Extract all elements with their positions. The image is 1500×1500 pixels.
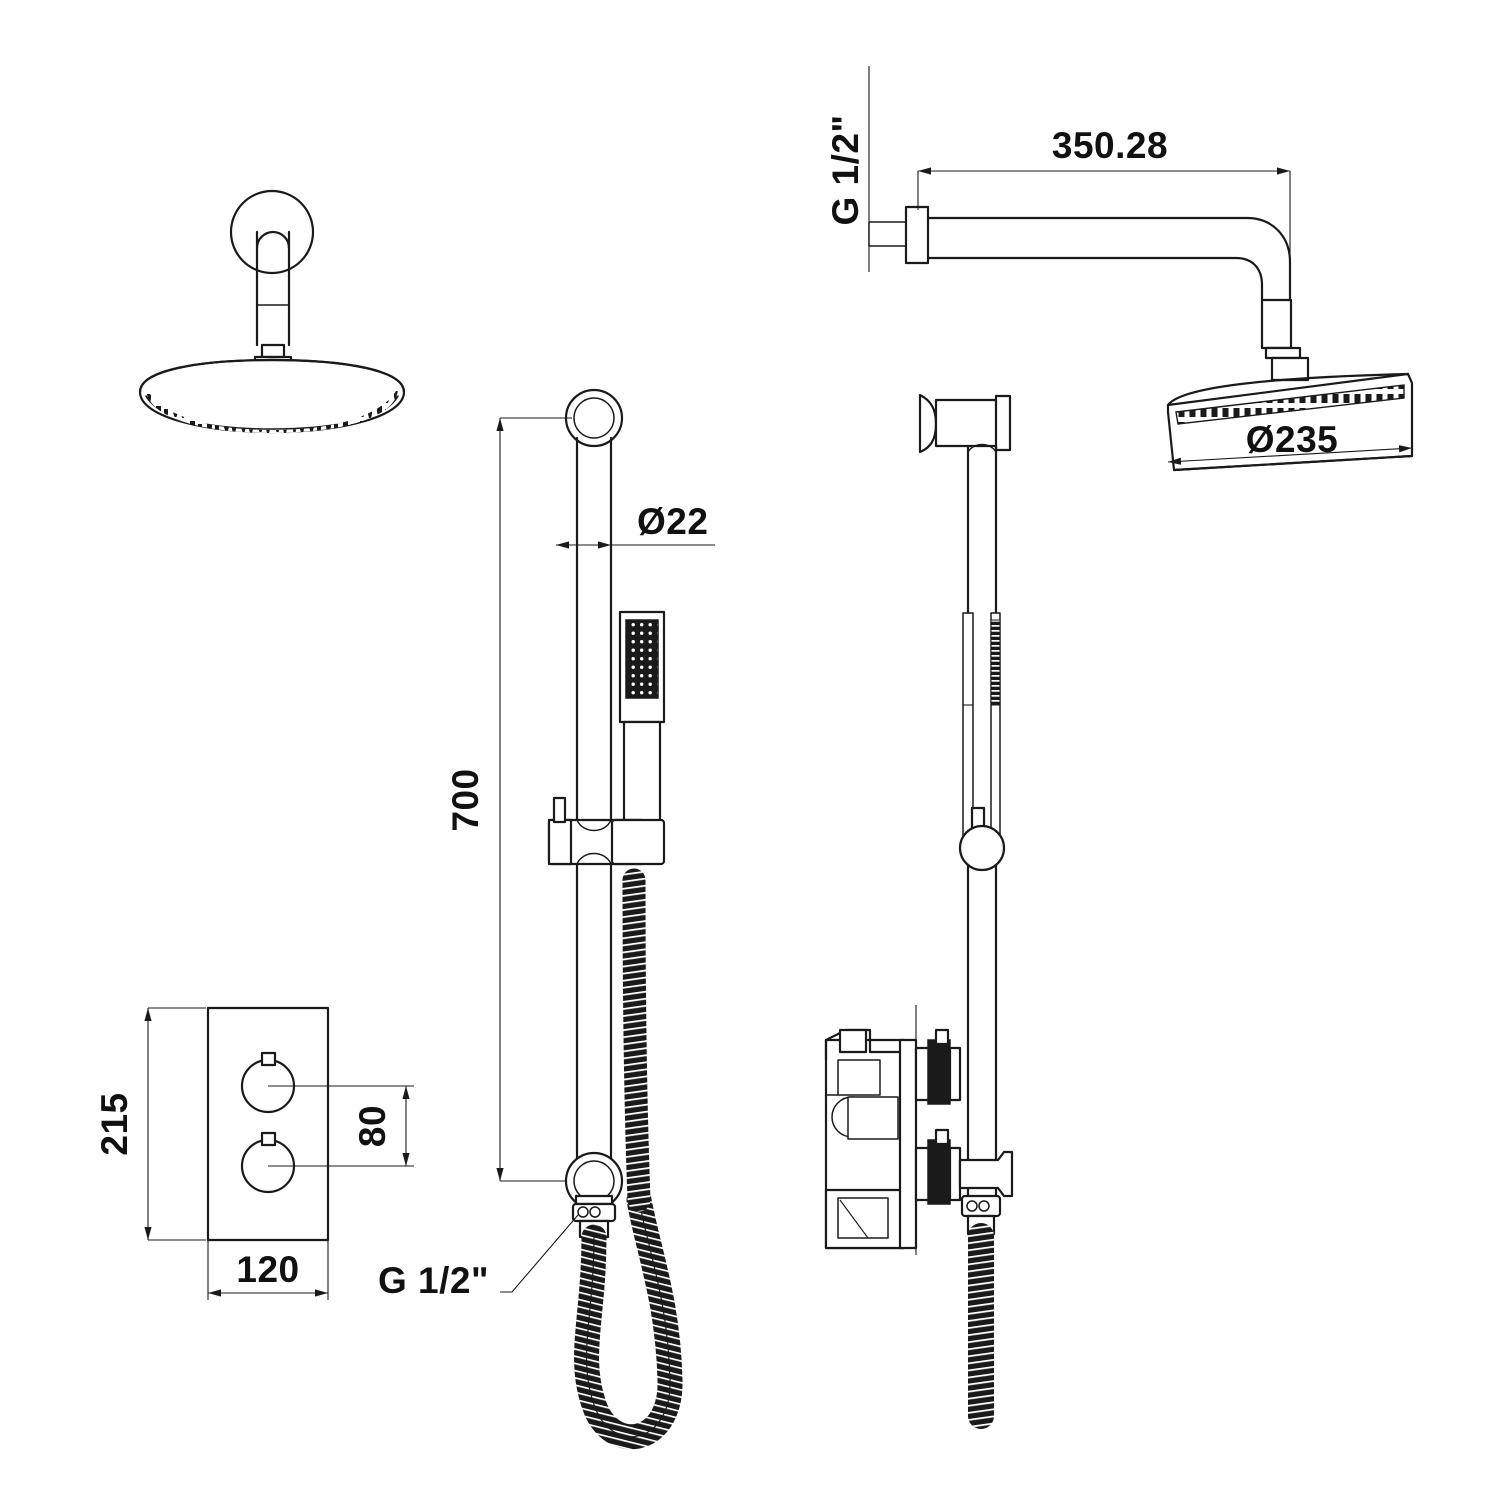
dimension-head-diameter: Ø235 xyxy=(1167,419,1413,465)
leader-hose-line xyxy=(500,1214,579,1293)
valve-inner-detail-b xyxy=(837,1197,889,1239)
shower-head-side-nozzles xyxy=(1175,384,1405,425)
shower-head-top-edge xyxy=(138,358,406,394)
valve-face-plate xyxy=(206,1006,330,1242)
slider-rail-notch-bottom xyxy=(576,852,612,865)
arm-nut-side xyxy=(1264,346,1302,360)
dimension-rail-diameter: Ø22 xyxy=(556,501,715,549)
slider-lever xyxy=(552,796,567,824)
shower-hose-upper xyxy=(622,868,651,1212)
leader-hose-thread: G 1/2" xyxy=(378,1214,579,1301)
temperature-handle-tab xyxy=(260,1051,277,1067)
shower-arm-bend xyxy=(255,230,291,250)
leader-hose-label: G 1/2" xyxy=(378,1260,489,1301)
dim-235-line xyxy=(1167,445,1413,465)
dim-22-label: Ø22 xyxy=(637,501,708,542)
view-valve-front: 215 120 80 xyxy=(94,1006,414,1300)
lower-handle-grip xyxy=(927,1139,951,1205)
arm-inner-profile xyxy=(926,256,1264,302)
dimension-valve-width: 120 xyxy=(207,1240,329,1300)
rail-side-top-cap xyxy=(967,443,997,453)
dim-350-label: 350.28 xyxy=(1052,125,1168,166)
dim-700-label: 700 xyxy=(445,768,486,831)
shower-hose-guide xyxy=(586,1199,671,1438)
valve-hose-nut-flat-b xyxy=(978,1200,990,1212)
dim-215-label: 215 xyxy=(94,1092,135,1155)
arm-ball-joint xyxy=(1260,298,1293,350)
valve-outlet-port-body xyxy=(847,1096,899,1140)
lower-handle-tab-side xyxy=(934,1128,950,1146)
handset-side-spray-face xyxy=(990,619,1001,706)
slider-side-ring xyxy=(958,824,1006,872)
upper-handle-grip xyxy=(927,1039,951,1105)
hose-nut-flat-b xyxy=(589,1206,601,1218)
upper-handle-tab-side xyxy=(934,1028,950,1046)
dim-120-label: 120 xyxy=(236,1249,299,1290)
view-slide-rail-front: 700 Ø22 G 1/2" xyxy=(378,388,715,1450)
valve-front-flange xyxy=(898,1038,918,1250)
valve-hose-nut-flat-a xyxy=(966,1200,978,1212)
upper-handle-cap xyxy=(948,1046,962,1102)
lower-handle-cap xyxy=(948,1146,962,1202)
handset-handle xyxy=(622,720,662,839)
slider-rail-notch-top xyxy=(576,819,612,832)
dim-80-label: 80 xyxy=(352,1105,393,1147)
rail-bracket-collar xyxy=(994,394,1012,452)
inlet-flange xyxy=(904,205,930,265)
rail-top-bracket-inner xyxy=(573,397,615,439)
valve-hose-outlet xyxy=(958,1150,1014,1198)
valve-body-side xyxy=(824,1005,1014,1255)
shower-head-side-top-edge xyxy=(1166,372,1410,407)
flow-handle-tab xyxy=(260,1131,277,1147)
shower-arm-tube xyxy=(255,230,291,347)
valve-inner-detail-c xyxy=(839,1199,869,1239)
valve-inner-detail-a xyxy=(825,1059,881,1096)
handset-spray-face xyxy=(625,619,659,699)
shower-head-body xyxy=(138,358,406,434)
slider-bracket-clamp xyxy=(547,818,573,866)
dimension-handle-spacing: 80 xyxy=(268,1085,414,1167)
arm-nut xyxy=(260,343,286,359)
hose-nut-flat-a xyxy=(577,1206,589,1218)
rail-bracket-arm xyxy=(934,398,1000,448)
inlet-thread-label: G 1/2" xyxy=(825,114,866,225)
dimension-arm-projection: 350.28 xyxy=(917,125,1291,262)
head-collar-side xyxy=(1270,356,1310,382)
handset-holder xyxy=(610,818,666,866)
handset-side-body xyxy=(962,612,974,842)
dimension-valve-height: 215 xyxy=(94,1007,206,1241)
valve-top-port xyxy=(838,1028,868,1054)
view-assembly-side: Ø235 350.28 G 1/2" xyxy=(824,66,1414,1429)
outlet-body xyxy=(574,1194,614,1206)
dimension-rail-length: 700 xyxy=(445,417,572,1182)
dim-235-label: Ø235 xyxy=(1246,419,1339,460)
